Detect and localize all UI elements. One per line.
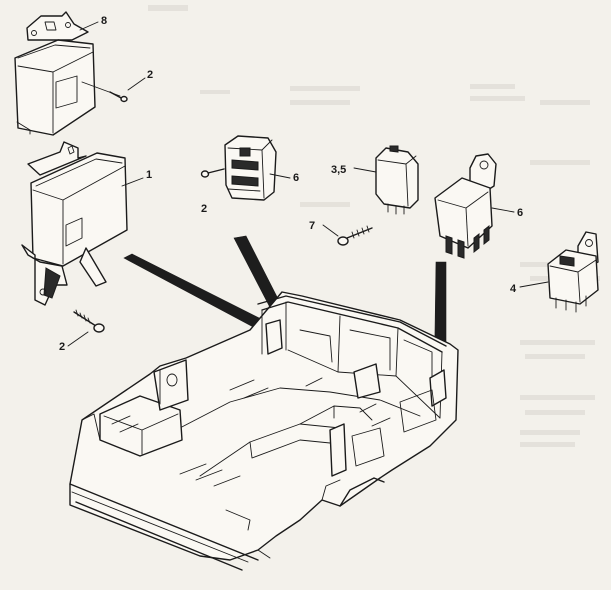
part-7-screw [322,224,373,246]
leader-lines [79,21,549,288]
part-1-ecu-unit [21,141,128,306]
part-3-5-relay [375,145,419,215]
callout-2-top: 2 [147,69,153,81]
part-6-relay-right [434,153,497,259]
callout-6-right: 6 [517,207,523,219]
part-8-control-module [14,11,96,136]
vehicle-body-tub [69,291,459,571]
callout-2-mid: 2 [201,203,207,215]
part-4-relay [547,231,599,313]
callout-8: 8 [101,15,107,27]
callout-2-bottom: 2 [59,341,65,353]
part-2-screw-top [81,77,146,103]
callout-3-5: 3,5 [331,164,346,176]
callout-6-left: 6 [293,172,299,184]
part-2-screw-mid [200,168,225,178]
part-2-screw-bottom [67,309,105,347]
part-6-relay-left [224,135,277,201]
callout-4: 4 [510,283,517,295]
callout-labels: 8 2 1 2 6 3,5 7 6 4 2 [59,15,523,353]
callout-1: 1 [146,169,152,181]
callout-7: 7 [309,220,315,232]
